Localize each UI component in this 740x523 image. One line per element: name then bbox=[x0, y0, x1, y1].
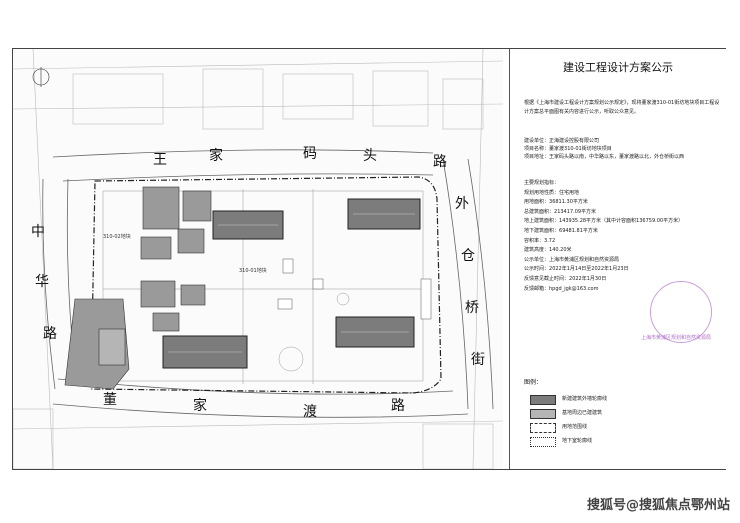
indicator-row: 公示单位：上海市黄浦区规划和自然资源局 bbox=[524, 256, 620, 263]
official-seal-icon bbox=[650, 281, 712, 343]
indicator-row: 容积率：3.72 bbox=[524, 237, 556, 244]
road-label-east-4: 街 bbox=[471, 352, 485, 368]
seal-issuer-text: 上海市黄浦区规划和自然资源局 bbox=[640, 335, 711, 341]
road-label-west-1: 中 bbox=[31, 224, 45, 240]
existing-building-swatch-icon bbox=[530, 409, 556, 419]
road-label-north-4: 头 bbox=[363, 148, 377, 164]
road-label-north-2: 家 bbox=[209, 148, 223, 164]
legend-item-new-building: 新建建筑外墙轮廓线 bbox=[530, 393, 710, 407]
legend-item-existing-building: 基地周边已建建筑 bbox=[530, 407, 710, 421]
indicator-row: 反馈邮箱：hpgd_jgk@163.com bbox=[524, 285, 599, 292]
road-label-east-1: 外 bbox=[455, 196, 469, 212]
notice-panel: 建设工程设计方案公示 根据《上海市建设工程设计方案规划公示规定》，现将董家渡31… bbox=[509, 49, 726, 469]
road-label-south-1: 董 bbox=[103, 392, 117, 408]
road-label-north-5: 路 bbox=[433, 154, 447, 170]
indicator-row: 地下建筑面积：69481.81平方米 bbox=[524, 227, 598, 234]
info-row: 建设单位：正海建设控股有限公司 bbox=[524, 138, 600, 144]
indicators-heading: 主要规划指标： bbox=[524, 180, 560, 186]
road-label-east-2: 仓 bbox=[461, 248, 475, 264]
road-label-south-4: 路 bbox=[391, 398, 405, 414]
indicator-row: 公示时间：2022年1月14日至2022年1月23日 bbox=[524, 266, 629, 273]
source-watermark: 搜狐号@搜狐焦点鄂州站 bbox=[586, 498, 730, 513]
new-building-swatch-icon bbox=[530, 395, 556, 405]
info-row: 项目名称：董家渡310-01街坊地块项目 bbox=[524, 146, 612, 152]
planning-indicators: 主要规划指标： 规划用地性质：住宅用地 用地面积：36811.30平方米 总建筑… bbox=[524, 179, 720, 294]
project-info: 建设单位：正海建设控股有限公司 项目名称：董家渡310-01街坊地块项目 项目地… bbox=[524, 137, 720, 161]
road-label-north-3: 码 bbox=[303, 146, 317, 162]
side-plot-label: 310-02地块 bbox=[103, 234, 131, 240]
indicator-row: 建筑高度：140.20米 bbox=[524, 247, 572, 254]
road-label-east-3: 桥 bbox=[465, 300, 479, 316]
road-label-south-3: 渡 bbox=[303, 404, 317, 420]
boundary-swatch-icon bbox=[530, 423, 556, 433]
road-label-north-1: 王 bbox=[153, 152, 167, 168]
indicator-row: 反馈意见截止时间：2022年1月30日 bbox=[524, 275, 607, 282]
legend-item-boundary: 用地范围线 bbox=[530, 421, 710, 435]
plan-sheet: 王 家 码 头 路 中 华 路 董 家 渡 路 外 仓 桥 街 310-01地块… bbox=[12, 48, 726, 470]
indicator-row: 用地面积：36811.30平方米 bbox=[524, 199, 588, 206]
info-row: 项目地址：王家码头路以南，中华路以东，董家渡路以北，外仓桥街以西 bbox=[524, 154, 685, 160]
legend: 新建建筑外墙轮廓线 基地周边已建建筑 用地范围线 地下室轮廓线 bbox=[530, 393, 710, 449]
legend-item-basement: 地下室轮廓线 bbox=[530, 435, 710, 449]
road-label-west-2: 华 bbox=[35, 274, 49, 290]
indicator-row: 地上建筑面积：143935.28平方米（其中计容面积136759.00平方米） bbox=[524, 218, 684, 225]
panel-title: 建设工程设计方案公示 bbox=[563, 61, 673, 74]
indicator-row: 规划用地性质：住宅用地 bbox=[524, 189, 580, 196]
site-plan-map: 王 家 码 头 路 中 华 路 董 家 渡 路 外 仓 桥 街 310-01地块… bbox=[13, 49, 503, 469]
road-label-west-3: 路 bbox=[43, 326, 57, 342]
legend-title: 图例： bbox=[524, 379, 543, 386]
road-label-south-2: 家 bbox=[193, 398, 207, 414]
basement-swatch-icon bbox=[530, 437, 556, 447]
intro-text: 根据《上海市建设工程设计方案规划公示规定》，现将董家渡310-01街坊地块项目工… bbox=[524, 100, 720, 115]
indicator-row: 总建筑面积：213417.09平方米 bbox=[524, 208, 597, 215]
plot-label: 310-01地块 bbox=[239, 268, 267, 274]
site-plan-drawing bbox=[13, 49, 503, 469]
